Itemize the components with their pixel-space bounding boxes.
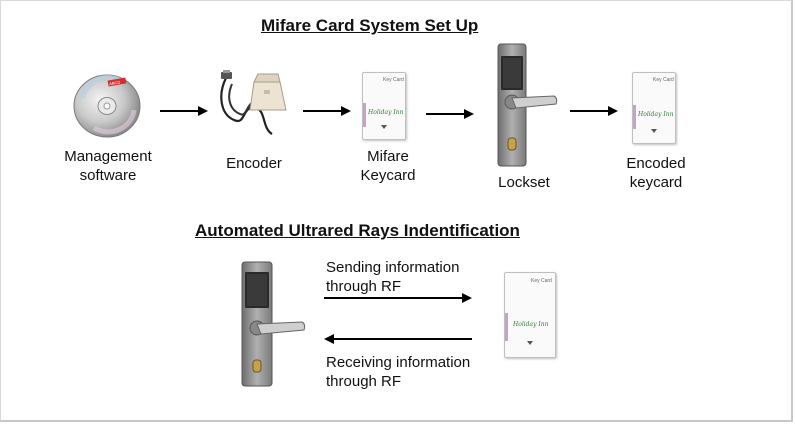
mifare-keycard-icon: Key Card Holiday Inn [362,72,406,140]
step-label-encoded-keycard: Encoded keycard [626,155,686,191]
step-label-management-software: Management software [64,148,152,184]
arrow-left-icon [324,334,472,344]
arrow-right-icon [426,109,474,119]
keycard-header-text: Key Card [653,77,674,83]
rf-keycard-icon: Key Card Holiday Inn [504,272,556,358]
keycard-brand-text: Holiday Inn [368,109,404,116]
keycard-brand-text: Holiday Inn [513,321,549,328]
identification-title: Automated Ultrared Rays Indentification [195,221,520,240]
arrow-right-icon [324,293,472,303]
keycard-header-text: Key Card [383,77,404,83]
encoded-keycard-icon: Key Card Holiday Inn [632,72,676,144]
door-lock-icon [497,43,558,167]
cd-disc-icon: ABCD [73,74,141,138]
keycard-brand-text: Holiday Inn [638,111,674,118]
cd-label-text: ABCD [109,79,121,86]
sending-rf-text: Sending information through RF [326,259,460,295]
arrow-right-icon [570,106,618,116]
keycard-arrow-icon [381,125,387,129]
step-label-encoder: Encoder [226,155,282,172]
arrow-right-icon [160,106,208,116]
encoder-device-icon [220,70,287,135]
arrow-right-icon [303,106,351,116]
setup-title: Mifare Card System Set Up [261,16,479,35]
step-label-mifare-keycard: Mifare Keycard [360,148,416,184]
keycard-header-text: Key Card [531,278,552,284]
step-label-lockset: Lockset [498,174,550,191]
keycard-arrow-icon [651,129,657,133]
door-lock-icon [241,261,306,387]
keycard-arrow-icon [527,341,533,345]
receiving-rf-text: Receiving information through RF [326,354,471,390]
